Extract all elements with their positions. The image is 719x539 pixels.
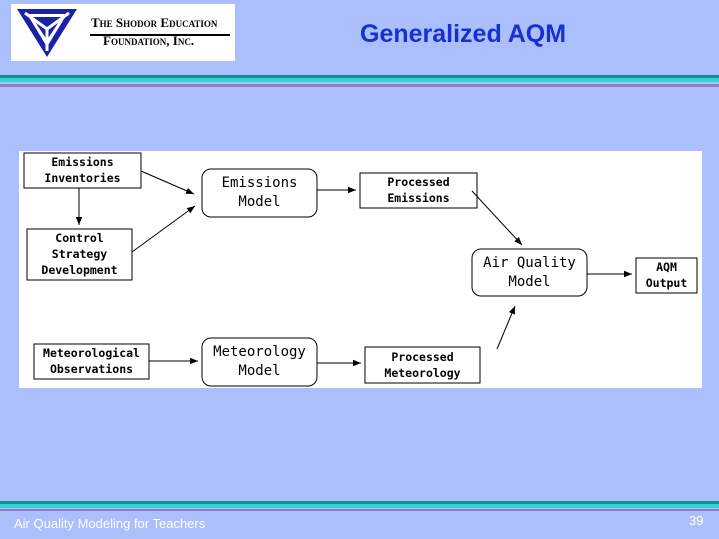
organization-line-2: Foundation, Inc. (103, 33, 195, 48)
control-strategy-line-2: Strategy (52, 247, 107, 261)
organization-line-1: The Shodor Education (91, 15, 218, 30)
header-band-cyan (0, 78, 719, 82)
meteorology-model-line-2: Model (238, 363, 280, 379)
emissions-inventories-box: Emissions Inventories (23, 152, 142, 189)
meteorological-observations-line-1: Meteorological (43, 346, 140, 360)
emissions-model-line-2: Model (238, 194, 280, 210)
header-band-purple (0, 84, 719, 87)
air-quality-model-line-1: Air Quality (483, 255, 576, 271)
emissions-inventories-line-2: Inventories (44, 171, 120, 185)
control-strategy-line-1: Control (55, 231, 104, 245)
processed-emissions-line-2: Emissions (387, 191, 449, 205)
aqm-output-line-1: AQM (656, 260, 677, 274)
processed-meteorology-box: Processed Meteorology (364, 346, 481, 384)
organization-name: The Shodor Education Foundation, Inc. (91, 14, 217, 50)
header-band-teal (0, 75, 719, 78)
processed-meteorology-line-2: Meteorology (384, 366, 460, 380)
air-quality-model-box: Air Quality Model (471, 248, 588, 297)
arrow-processed-emissions-to-aq-model (471, 190, 523, 246)
emissions-model-box: Emissions Model (201, 168, 318, 218)
slide-title: Generalized AQM (360, 20, 567, 48)
page-number: 39 (689, 513, 704, 528)
footer-course-title: Air Quality Modeling for Teachers (14, 516, 206, 531)
control-strategy-box: Control Strategy Development (26, 228, 133, 281)
processed-emissions-line-1: Processed (387, 175, 449, 189)
shodor-triangle-logo-icon (17, 9, 77, 57)
processed-emissions-box: Processed Emissions (359, 172, 478, 209)
emissions-model-line-1: Emissions (222, 175, 298, 191)
meteorology-model-box: Meteorology Model (201, 337, 318, 387)
arrow-processed-meteorology-to-aq-model (496, 305, 516, 350)
meteorological-observations-box: Meteorological Observations (33, 343, 150, 380)
control-strategy-line-3: Development (41, 263, 117, 277)
processed-meteorology-line-1: Processed (391, 350, 453, 364)
arrow-inventories-to-emissions-model (140, 170, 195, 195)
footer-band-purple (0, 509, 719, 511)
shodor-logo: The Shodor Education Foundation, Inc. (11, 4, 235, 61)
emissions-inventories-line-1: Emissions (51, 155, 113, 169)
meteorology-model-line-1: Meteorology (213, 344, 306, 360)
aqm-flow-diagram: Emissions Inventories Control Strategy D… (19, 151, 702, 388)
footer-band-cyan (0, 504, 719, 508)
arrow-control-strategy-to-emissions-model (131, 205, 196, 253)
aqm-output-line-2: Output (646, 276, 688, 290)
aqm-output-box: AQM Output (635, 257, 698, 294)
footer-band-teal (0, 501, 719, 504)
meteorological-observations-line-2: Observations (50, 362, 133, 376)
logo-divider (90, 34, 230, 36)
air-quality-model-line-2: Model (508, 274, 550, 290)
